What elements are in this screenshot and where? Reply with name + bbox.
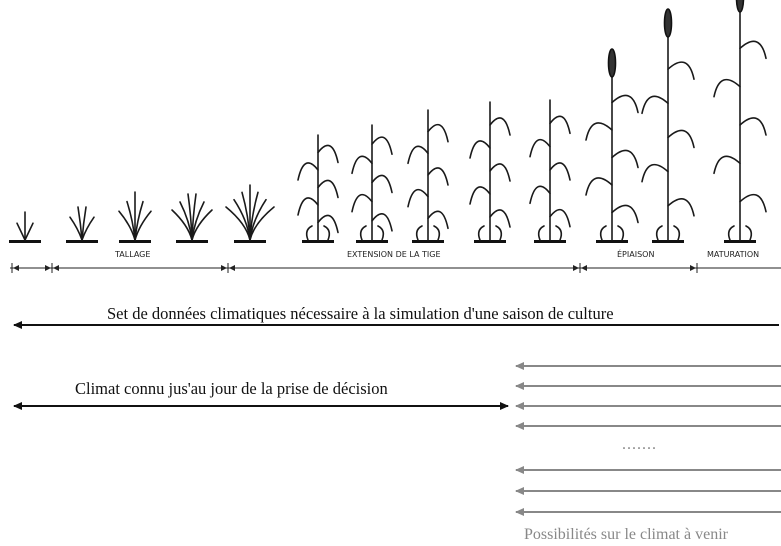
plant-leaf	[489, 209, 511, 228]
basal-leaf	[537, 225, 545, 241]
basal-leaf	[727, 225, 735, 241]
plant-leaf	[407, 188, 429, 208]
stage-label-epiaison: ÉPIAISON	[617, 248, 654, 259]
plant-leaf	[549, 115, 571, 135]
plant-leaf	[529, 185, 551, 205]
basal-leaf	[433, 225, 441, 241]
plant-leaf	[667, 61, 695, 80]
plant-leaf	[427, 123, 449, 143]
plant-leaf	[641, 95, 669, 115]
soil-line	[412, 240, 444, 243]
plant-leaf	[529, 138, 551, 158]
tiller-leaf	[249, 206, 275, 241]
basal-leaf	[745, 225, 753, 241]
basal-leaf	[477, 225, 485, 241]
plant-growth-illustrations	[9, 0, 767, 243]
basal-leaf	[377, 225, 385, 241]
plant-leaf	[667, 129, 695, 149]
basal-leaf	[617, 225, 625, 241]
ellipsis-indicator: .......	[622, 436, 657, 453]
tiller-leaf	[81, 216, 95, 241]
plant-leaf	[713, 155, 741, 175]
plant-leaf	[489, 117, 511, 136]
basal-leaf	[555, 225, 563, 241]
future-climate-arrows	[515, 362, 781, 516]
plant-leaf	[713, 78, 741, 98]
plant-leaf	[489, 163, 511, 182]
soil-line	[474, 240, 506, 243]
stage-label-tallage: TALLAGE	[114, 250, 150, 259]
plant-leaf	[371, 174, 393, 194]
soil-line	[119, 240, 151, 243]
soil-line	[356, 240, 388, 243]
tiller-leaf	[191, 209, 213, 241]
plant-leaf	[427, 167, 449, 186]
plant-leaf	[351, 193, 373, 213]
plant-leaf	[611, 149, 639, 169]
plant-leaf	[549, 208, 571, 228]
soil-line	[176, 240, 208, 243]
basal-leaf	[673, 225, 681, 241]
stage-timeline	[10, 263, 781, 273]
plant-leaf	[317, 214, 339, 234]
grain-ear	[607, 48, 617, 78]
plant-leaf	[317, 144, 339, 164]
future-climate-caption: Possibilités sur le climat à venir	[524, 526, 728, 543]
full-season-caption: Set de données climatiques nécessaire à …	[107, 304, 614, 323]
stage-label-extension: EXTENSION DE LA TIGE	[347, 250, 441, 259]
plant-leaf	[427, 210, 449, 230]
plant-leaf	[317, 179, 339, 199]
stage-labels: TALLAGE EXTENSION DE LA TIGE ÉPIAISON MA…	[110, 248, 759, 260]
soil-line	[9, 240, 41, 243]
basal-leaf	[655, 225, 663, 241]
plant-leaf	[297, 197, 319, 216]
stage-label-maturation: MATURATION	[707, 250, 759, 259]
plant-leaf	[641, 163, 669, 183]
tiller-leaf	[16, 222, 26, 241]
basal-leaf	[599, 225, 607, 241]
soil-line	[302, 240, 334, 243]
soil-line	[652, 240, 684, 243]
soil-line	[234, 240, 266, 243]
tiller-leaf	[24, 222, 34, 241]
soil-line	[66, 240, 98, 243]
plant-leaf	[739, 40, 767, 60]
plant-leaf	[351, 155, 373, 175]
tiller-leaf	[126, 200, 136, 241]
basal-leaf	[359, 225, 367, 241]
grain-ear	[663, 8, 673, 38]
plant-leaf	[739, 117, 767, 136]
basal-leaf	[415, 225, 423, 241]
plant-leaf	[407, 145, 429, 165]
plant-leaf	[549, 162, 571, 181]
grain-ear	[735, 0, 745, 13]
soil-line	[534, 240, 566, 243]
plant-leaf	[469, 186, 491, 205]
plant-leaf	[585, 122, 613, 141]
basal-leaf	[305, 225, 313, 241]
plant-leaf	[611, 94, 639, 114]
plant-leaf	[611, 204, 639, 224]
plant-leaf	[585, 177, 613, 196]
soil-line	[596, 240, 628, 243]
plant-leaf	[469, 140, 491, 159]
plant-leaf	[371, 136, 393, 155]
tiller-leaf	[134, 210, 152, 241]
basal-leaf	[495, 225, 503, 241]
plant-leaf	[667, 198, 695, 217]
basal-leaf	[323, 225, 331, 241]
plant-leaf	[739, 193, 767, 213]
plant-leaf	[371, 213, 393, 232]
known-climate-caption: Climat connu jus'au jour de la prise de …	[75, 379, 388, 398]
soil-line	[724, 240, 756, 243]
plant-leaf	[297, 162, 319, 181]
